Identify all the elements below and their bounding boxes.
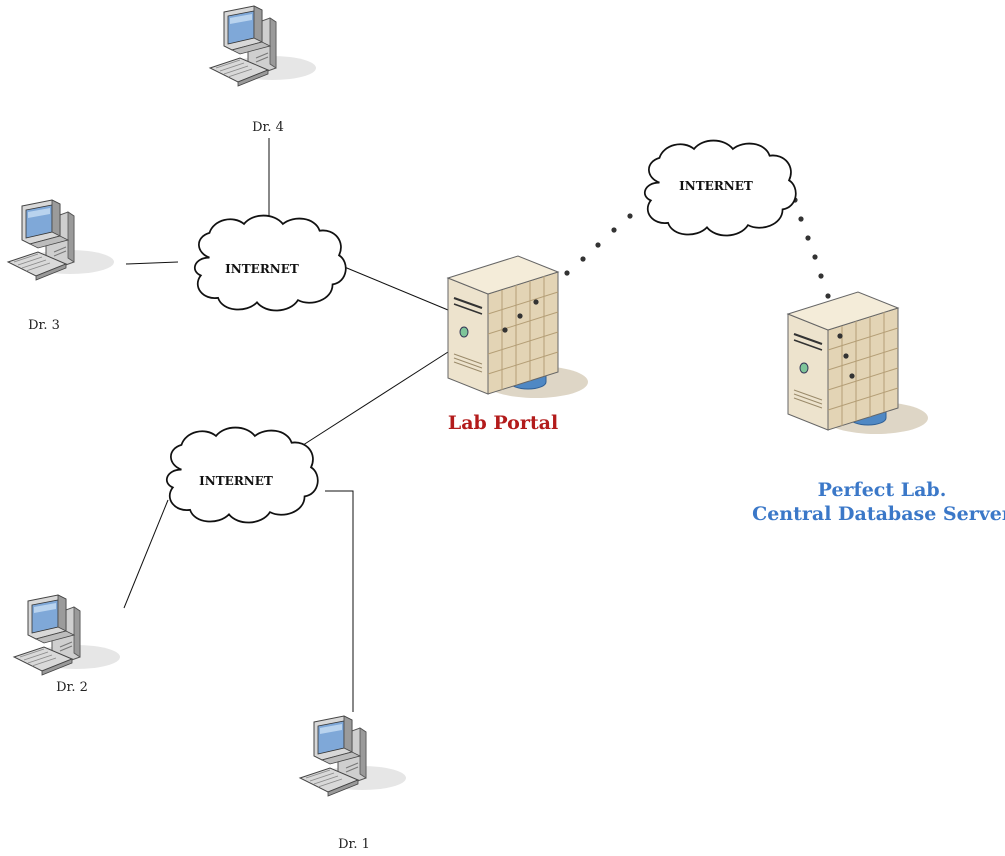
link-dr1-cloud (325, 490, 354, 712)
workstation-icon-dr3 (7, 199, 115, 281)
link-cloud-top-portal (341, 265, 449, 311)
cloud-label-dr1-dr2: INTERNET (199, 474, 273, 488)
cloud-label-dr3-dr4: INTERNET (225, 262, 299, 276)
workstation-label-dr1: Dr. 1 (338, 837, 370, 852)
cloud-label-portal-db: INTERNET (679, 179, 753, 193)
workstation-label-dr2: Dr. 2 (56, 680, 88, 695)
lab-portal-label: Lab Portal (447, 412, 559, 434)
workstation-icon-dr1 (299, 715, 407, 797)
link-dr2-cloud (123, 499, 169, 609)
link-dr3-cloud (125, 261, 179, 265)
workstation-label-dr3: Dr. 3 (28, 318, 60, 333)
central-server-label-line2: Central Database Server (752, 503, 1005, 525)
workstation-icon-dr4 (209, 5, 317, 87)
link-cloud-bottom-portal (299, 351, 449, 448)
central-database-server-icon (787, 291, 929, 435)
workstation-icon-dr2 (13, 594, 121, 676)
workstation-label-dr4: Dr. 4 (252, 120, 284, 135)
central-server-label-line1: Perfect Lab. (817, 479, 947, 501)
lab-portal-server-icon (447, 255, 589, 399)
